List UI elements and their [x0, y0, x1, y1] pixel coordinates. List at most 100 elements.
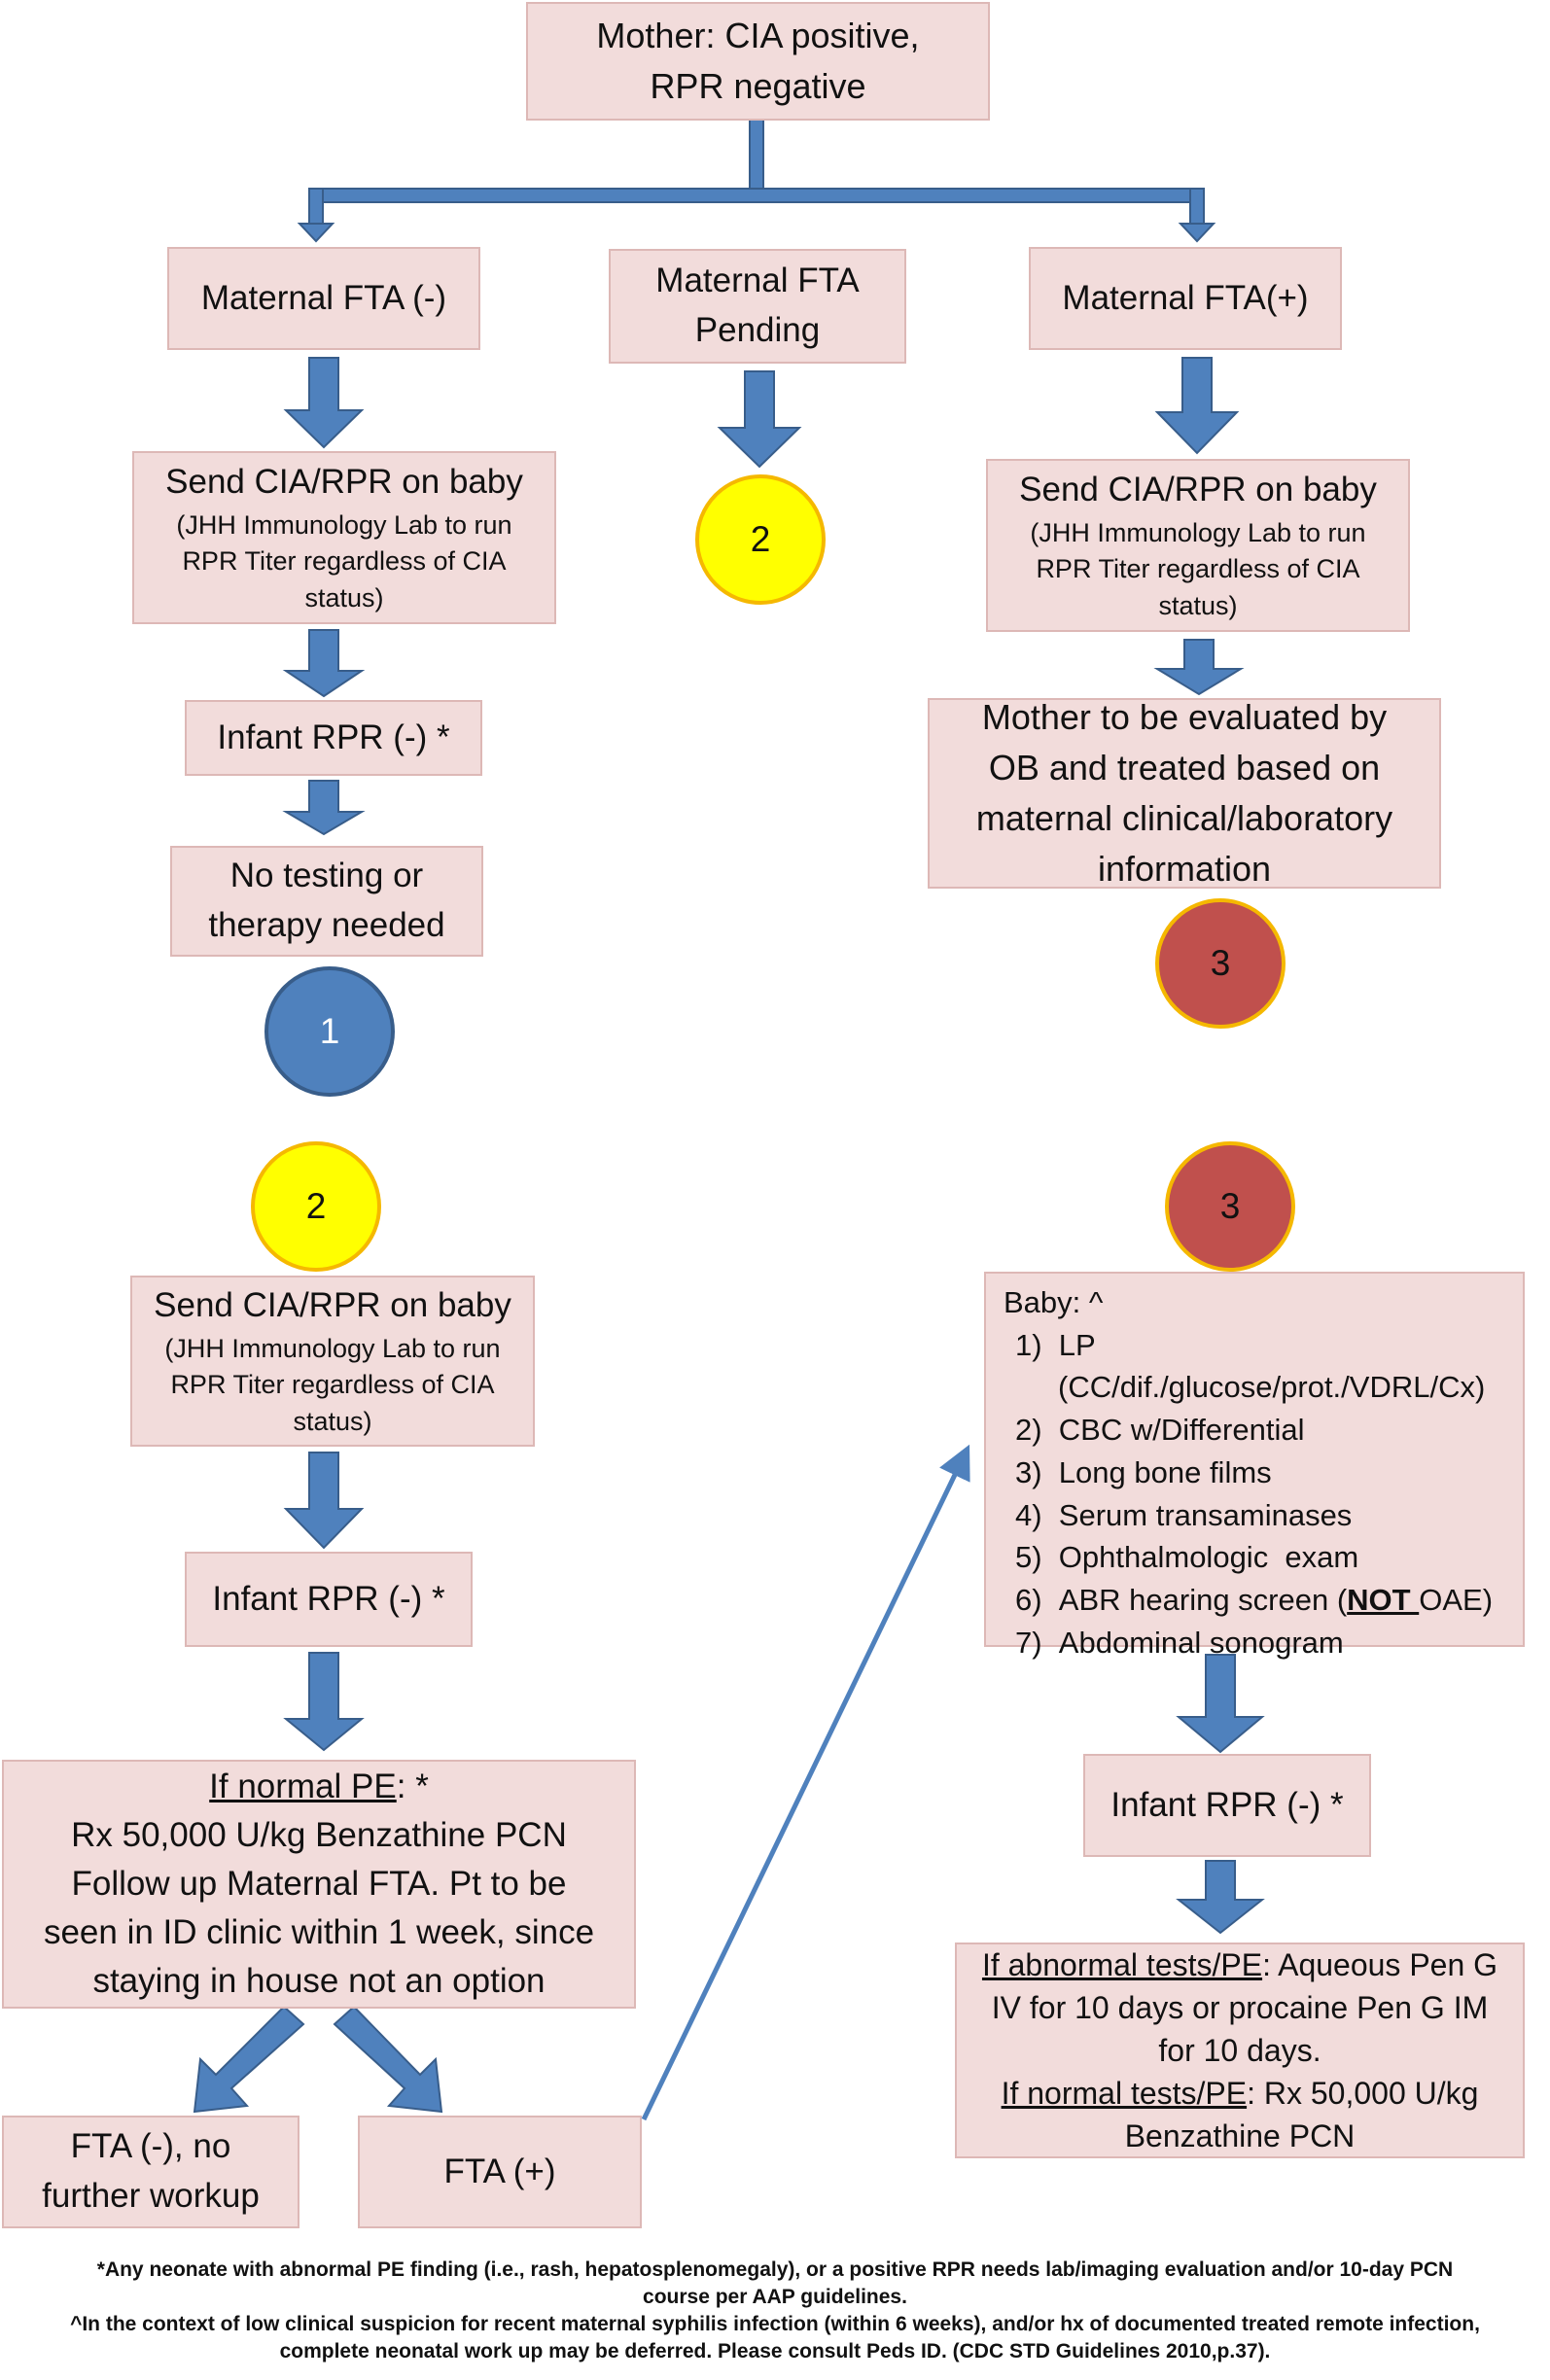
baby-workup-heading: Baby: ^	[1004, 1285, 1104, 1319]
workup-item-bone: 3) Long bone films	[1015, 1454, 1272, 1489]
mother-eval-line1: Mother to be evaluated by	[981, 696, 1388, 737]
abnormal-line3: for 10 days.	[1158, 2032, 1321, 2068]
send-cia-note2: RPR Titer regardless of CIA	[1036, 554, 1360, 584]
workup-item-lp: 1) LP(CC/dif./glucose/prot./VDRL/Cx)	[1015, 1327, 1486, 1405]
pending-line1: Maternal FTA	[655, 262, 860, 300]
circle-3-lower-label: 3	[1219, 1186, 1241, 1226]
top-mother-box: Mother: CIA positive, RPR negative	[526, 2, 990, 121]
abnormal-line2: IV for 10 days or procaine Pen G IM	[991, 1989, 1489, 2025]
infant-rpr-negative-box-top: Infant RPR (-) *	[185, 700, 482, 776]
workup-lp-label: LP	[1058, 1327, 1096, 1362]
footnote-star-line2: course per AAP guidelines.	[643, 2286, 907, 2309]
circle-3-top: 3	[1155, 898, 1286, 1029]
circle-2-label: 2	[750, 519, 771, 559]
normal-pe-treatment-box: If normal PE: * Rx 50,000 U/kg Benzathin…	[2, 1760, 636, 2009]
footnotes: *Any neonate with abnormal PE finding (i…	[0, 2258, 1550, 2366]
top-line1: Mother: CIA positive,	[596, 15, 920, 55]
send-cia-title: Send CIA/RPR on baby	[154, 1285, 511, 1324]
fta-positive-label: FTA (+)	[443, 2152, 556, 2190]
circle-3-label: 3	[1210, 943, 1231, 983]
circle-3-lower: 3	[1165, 1141, 1295, 1272]
mother-eval-line2: OB and treated based on	[988, 747, 1381, 788]
normal-tests-text: : Rx 50,000 U/kg	[1247, 2076, 1479, 2112]
normal-pe-heading: If normal PE	[209, 1767, 397, 1805]
send-cia-note3: status)	[293, 1407, 372, 1437]
fta-negative-box: FTA (-), no further workup	[2, 2116, 299, 2228]
workup-ophthalmologic-label: Ophthalmologic exam	[1058, 1540, 1359, 1575]
mother-eval-line3: maternal clinical/laboratory	[975, 798, 1393, 838]
workup-abr-not: NOT	[1347, 1582, 1420, 1617]
send-cia-title: Send CIA/RPR on baby	[165, 462, 523, 501]
footnote-caret-line1: ^In the context of low clinical suspicio…	[70, 2313, 1480, 2336]
normal-pe-line1: Rx 50,000 U/kg Benzathine PCN	[71, 1815, 567, 1854]
mother-evaluation-box: Mother to be evaluated by OB and treated…	[928, 697, 1441, 889]
normal-pe-line4: staying in house not an option	[92, 1962, 546, 2001]
infant-rpr-negative-label: Infant RPR (-) *	[212, 1579, 445, 1618]
baby-workup-box: Baby: ^ 1) LP(CC/dif./glucose/prot./VDRL…	[984, 1272, 1525, 1660]
circle-1-label: 1	[319, 1011, 340, 1051]
pending-line2: Pending	[694, 311, 821, 349]
no-testing-line1: No testing or	[229, 857, 424, 895]
workup-sonogram-label: Abdominal sonogram	[1058, 1625, 1344, 1660]
abnormal-tests-treatment-box: If abnormal tests/PE: Aqueous Pen G IV f…	[955, 1942, 1525, 2158]
workup-item-abr: 6) ABR hearing screen (NOT OAE)	[1015, 1582, 1494, 1617]
fta-positive-to-workup-arrow	[641, 1444, 970, 2121]
send-cia-box-lower: Send CIA/RPR on baby (JHH Immunology Lab…	[130, 1276, 535, 1447]
infant-rpr-negative-box-lower: Infant RPR (-) *	[185, 1552, 473, 1647]
workup-abr-suffix: OAE)	[1419, 1582, 1494, 1617]
normal-pe-line3: seen in ID clinic within 1 week, since	[43, 1913, 595, 1952]
circle-1: 1	[264, 966, 395, 1097]
send-cia-box-right: Send CIA/RPR on baby (JHH Immunology Lab…	[986, 459, 1410, 632]
baby-workup-list: 1) LP(CC/dif./glucose/prot./VDRL/Cx) 2) …	[1004, 1324, 1493, 1664]
fta-negative-line1: FTA (-), no	[70, 2127, 231, 2166]
normal-pe-line2: Follow up Maternal FTA. Pt to be	[71, 1864, 567, 1903]
send-cia-box-left: Send CIA/RPR on baby (JHH Immunology Lab…	[132, 451, 556, 624]
workup-transaminases-label: Serum transaminases	[1058, 1497, 1353, 1532]
fta-negative-line2: further workup	[42, 2177, 260, 2215]
footnote-star-line1: *Any neonate with abnormal PE finding (i…	[96, 2258, 1454, 2281]
normal-tests-line1: If normal tests/PE: Rx 50,000 U/kg	[1002, 2072, 1479, 2115]
infant-rpr-negative-label: Infant RPR (-) *	[217, 718, 450, 756]
maternal-fta-positive-box: Maternal FTA(+)	[1029, 247, 1342, 350]
workup-cbc-label: CBC w/Differential	[1058, 1413, 1305, 1448]
abnormal-text1: : Aqueous Pen G	[1262, 1946, 1498, 1982]
maternal-fta-negative-label: Maternal FTA (-)	[200, 278, 447, 317]
top-line2: RPR negative	[650, 66, 866, 106]
workup-item-ophthalmologic: 5) Ophthalmologic exam	[1015, 1540, 1359, 1575]
send-cia-title: Send CIA/RPR on baby	[1019, 470, 1377, 508]
send-cia-note1: (JHH Immunology Lab to run	[1030, 517, 1366, 547]
workup-item-cbc: 2) CBC w/Differential	[1015, 1413, 1305, 1448]
workup-abr-label: ABR hearing screen (	[1058, 1582, 1348, 1617]
workup-bone-label: Long bone films	[1058, 1454, 1272, 1489]
normal-pe-heading-suffix: : *	[396, 1767, 429, 1805]
footnote-caret-line2: complete neonatal work up may be deferre…	[279, 2340, 1271, 2363]
send-cia-note2: RPR Titer regardless of CIA	[182, 546, 507, 577]
mother-eval-line4: information	[1097, 849, 1272, 890]
infant-rpr-negative-box-right: Infant RPR (-) *	[1083, 1754, 1371, 1857]
branch-connector	[297, 118, 1216, 243]
send-cia-note1: (JHH Immunology Lab to run	[164, 1333, 501, 1363]
normal-tests-heading: If normal tests/PE	[1001, 2076, 1248, 2112]
abnormal-heading: If abnormal tests/PE	[981, 1946, 1263, 1982]
workup-item-transaminases: 4) Serum transaminases	[1015, 1497, 1353, 1532]
workup-lp-detail: (CC/dif./glucose/prot./VDRL/Cx)	[1058, 1370, 1486, 1405]
circle-2-lower: 2	[251, 1141, 381, 1272]
no-testing-box: No testing or therapy needed	[170, 846, 483, 957]
maternal-fta-negative-box: Maternal FTA (-)	[167, 247, 480, 350]
send-cia-note1: (JHH Immunology Lab to run	[176, 509, 512, 540]
no-testing-line2: therapy needed	[208, 906, 445, 944]
circle-2-lower-label: 2	[305, 1186, 327, 1226]
circle-2-top: 2	[695, 474, 826, 605]
infant-rpr-negative-label: Infant RPR (-) *	[1110, 1785, 1344, 1824]
maternal-fta-positive-label: Maternal FTA(+)	[1062, 278, 1309, 317]
block-arrows	[193, 357, 1265, 2114]
maternal-fta-pending-box: Maternal FTA Pending	[609, 249, 906, 364]
abnormal-line1: If abnormal tests/PE: Aqueous Pen G	[982, 1943, 1497, 1986]
send-cia-note2: RPR Titer regardless of CIA	[170, 1370, 495, 1400]
send-cia-note3: status)	[1158, 591, 1238, 621]
fta-positive-box: FTA (+)	[358, 2116, 642, 2228]
normal-pe-heading-line: If normal PE: *	[209, 1763, 429, 1811]
send-cia-note3: status)	[304, 583, 384, 613]
workup-item-sonogram: 7) Abdominal sonogram	[1015, 1625, 1344, 1660]
